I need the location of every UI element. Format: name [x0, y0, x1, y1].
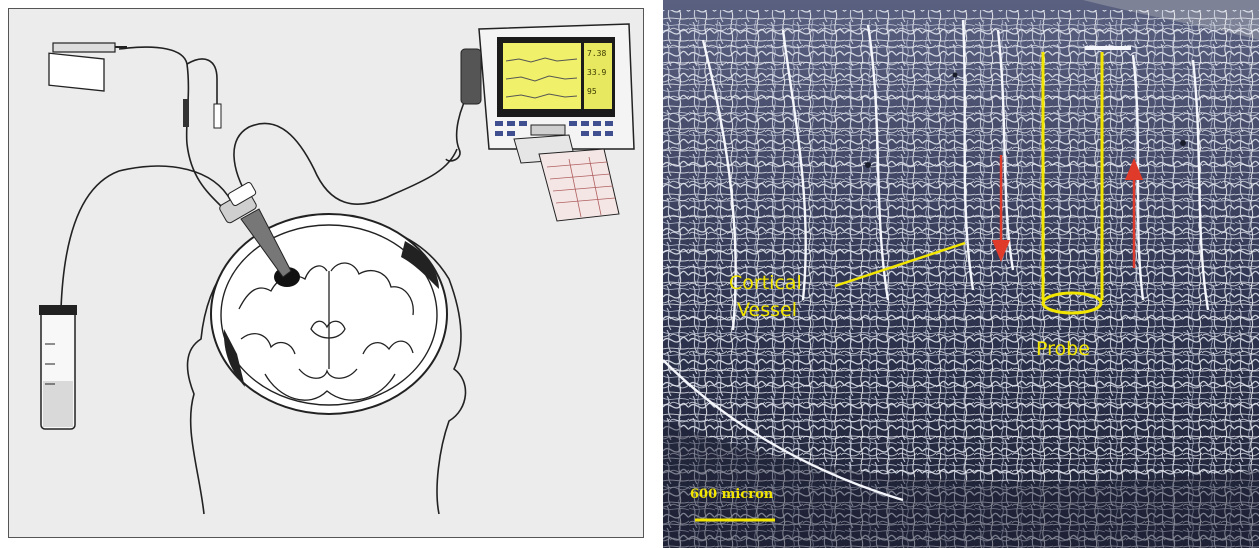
analyzer-monitor: 7.38 33.9 95 [461, 24, 634, 221]
readout-2: 33.9 [587, 68, 606, 77]
syringe-tube [119, 47, 224, 209]
scale-bar-label: 600 micron [690, 487, 774, 502]
monitor-cable [234, 123, 457, 204]
setup-diagram-panel: 7.38 33.9 95 [0, 0, 652, 548]
branch-tube [187, 59, 217, 109]
tube-connectors [183, 99, 221, 128]
readout-3: 95 [587, 87, 597, 96]
collection-vial [39, 305, 77, 429]
brain-section [211, 214, 447, 414]
vasculature-image-panel: Cortical Vessel Probe 600 micron [663, 0, 1259, 548]
setup-diagram-frame: 7.38 33.9 95 [8, 8, 644, 538]
vasculature-svg: Cortical Vessel Probe 600 micron [663, 0, 1259, 548]
readout-1: 7.38 [587, 49, 606, 58]
monitor-screen [503, 43, 581, 109]
cortical-vessel-label-line2: Vessel [737, 299, 797, 321]
setup-diagram-svg: 7.38 33.9 95 [9, 9, 643, 537]
syringe-pump [49, 43, 127, 91]
probe-label: Probe [1036, 338, 1090, 360]
cortical-vessel-label-line1: Cortical [729, 272, 802, 294]
printout [539, 149, 619, 221]
vial-tube [61, 166, 231, 309]
